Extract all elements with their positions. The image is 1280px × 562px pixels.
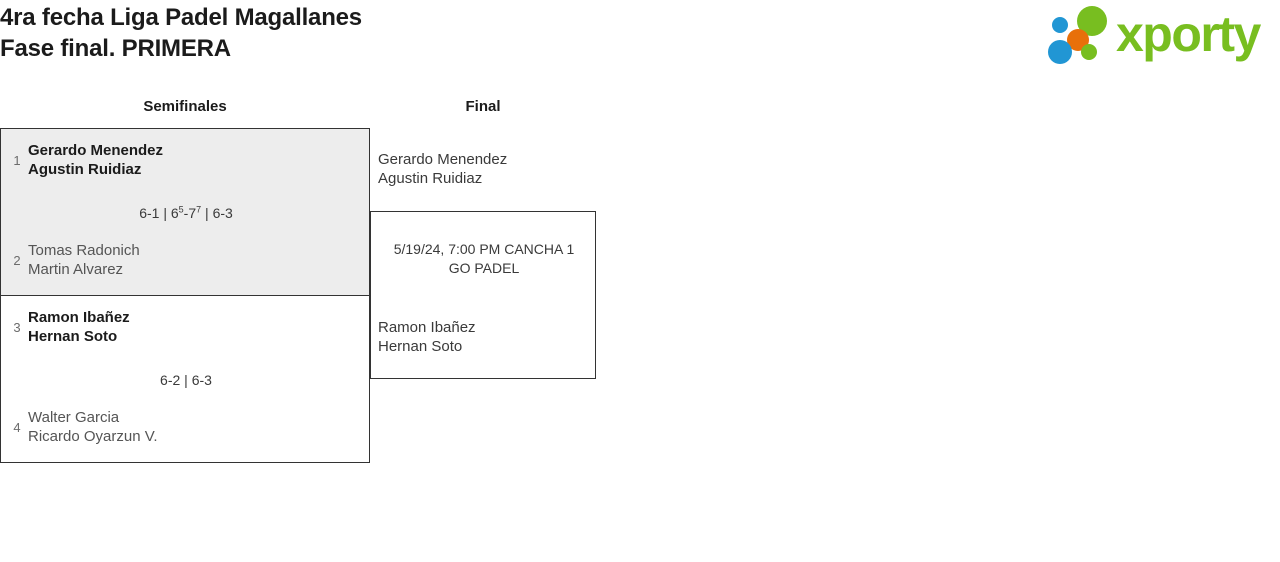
match-score: 6-2 | 6-3 bbox=[160, 372, 212, 388]
team-row-winner[interactable]: 1 Gerardo Menendez Agustin Ruidiaz bbox=[9, 141, 163, 179]
player-name: Agustin Ruidiaz bbox=[28, 161, 142, 178]
round-header-final: Final bbox=[465, 98, 501, 115]
bracket-connector-line bbox=[368, 295, 371, 296]
page-title: 4ra fecha Liga Padel Magallanes Fase fin… bbox=[0, 2, 362, 64]
team-row-final-top[interactable]: Gerardo Menendez Agustin Ruidiaz bbox=[378, 150, 507, 188]
player-name: Martin Alvarez bbox=[28, 261, 124, 278]
logo-dot-blue-small bbox=[1052, 17, 1068, 33]
score-set-3: 6-3 bbox=[212, 205, 233, 221]
team-names: Tomas Radonich Martin Alvarez bbox=[28, 241, 140, 279]
xporty-logo[interactable]: xporty bbox=[1046, 4, 1274, 64]
team-names: Ramon Ibañez Hernan Soto bbox=[28, 308, 130, 346]
logo-dot-green-small bbox=[1081, 44, 1097, 60]
player-name: Walter Garcia bbox=[28, 409, 120, 426]
player-name: Gerardo Menendez bbox=[28, 142, 164, 159]
team-names: Walter Garcia Ricardo Oyarzun V. bbox=[28, 408, 158, 446]
player-name: Hernan Soto bbox=[28, 328, 118, 345]
score-separator: | bbox=[205, 205, 209, 221]
score-set-1: 6-1 bbox=[139, 205, 160, 221]
match-box-final[interactable]: Gerardo Menendez Agustin Ruidiaz 5/19/24… bbox=[370, 151, 597, 379]
score-set-2: 65-77 bbox=[171, 205, 201, 221]
player-name: Ramon Ibañez bbox=[28, 309, 130, 326]
logo-dot-blue-large bbox=[1048, 40, 1072, 64]
player-name: Agustin Ruidiaz bbox=[378, 170, 483, 187]
page-title-line-2: Fase final. PRIMERA bbox=[0, 35, 231, 62]
seed-number: 3 bbox=[13, 319, 21, 335]
match-schedule-info: 5/19/24, 7:00 PM CANCHA 1 GO PADEL bbox=[371, 240, 597, 278]
player-name: Ricardo Oyarzun V. bbox=[28, 428, 158, 445]
team-row-loser[interactable]: 2 Tomas Radonich Martin Alvarez bbox=[9, 241, 140, 279]
page-header: 4ra fecha Liga Padel Magallanes Fase fin… bbox=[0, 0, 1280, 80]
match-box-semifinal-2[interactable]: 3 Ramon Ibañez Hernan Soto 6-2 | 6-3 4 W… bbox=[0, 295, 370, 463]
seed-number: 2 bbox=[13, 252, 21, 268]
match-score: 6-1 | 65-77 | 6-3 bbox=[1, 205, 371, 221]
match-datetime-court: 5/19/24, 7:00 PM CANCHA 1 bbox=[393, 241, 575, 257]
team-row-winner[interactable]: 3 Ramon Ibañez Hernan Soto bbox=[9, 308, 130, 346]
match-box-semifinal-1[interactable]: 1 Gerardo Menendez Agustin Ruidiaz 6-1 |… bbox=[0, 128, 370, 296]
score-set-2-tiebreak-b: 7 bbox=[196, 204, 202, 215]
score-set-2-games: 6 bbox=[170, 205, 179, 221]
team-names: Gerardo Menendez Agustin Ruidiaz bbox=[28, 141, 163, 179]
seed-number: 4 bbox=[13, 419, 21, 435]
score-separator: | bbox=[163, 205, 167, 221]
player-name: Hernan Soto bbox=[378, 338, 463, 355]
page-title-line-1: 4ra fecha Liga Padel Magallanes bbox=[0, 4, 362, 31]
team-row-loser[interactable]: 4 Walter Garcia Ricardo Oyarzun V. bbox=[9, 408, 158, 446]
logo-dots-icon bbox=[1046, 4, 1118, 64]
player-name: Gerardo Menendez bbox=[378, 151, 508, 168]
score-set-2-tiebreak-a: 5 bbox=[178, 204, 184, 215]
seed-number: 1 bbox=[13, 152, 21, 168]
team-row-final-bottom[interactable]: Ramon Ibañez Hernan Soto bbox=[378, 318, 476, 356]
player-name: Ramon Ibañez bbox=[378, 319, 476, 336]
score-set-2-dash: -7 bbox=[183, 205, 197, 221]
round-header-semifinals: Semifinales bbox=[143, 98, 227, 115]
match-venue: GO PADEL bbox=[448, 260, 520, 276]
player-name: Tomas Radonich bbox=[28, 242, 140, 259]
logo-wordmark: xporty bbox=[1116, 6, 1261, 62]
